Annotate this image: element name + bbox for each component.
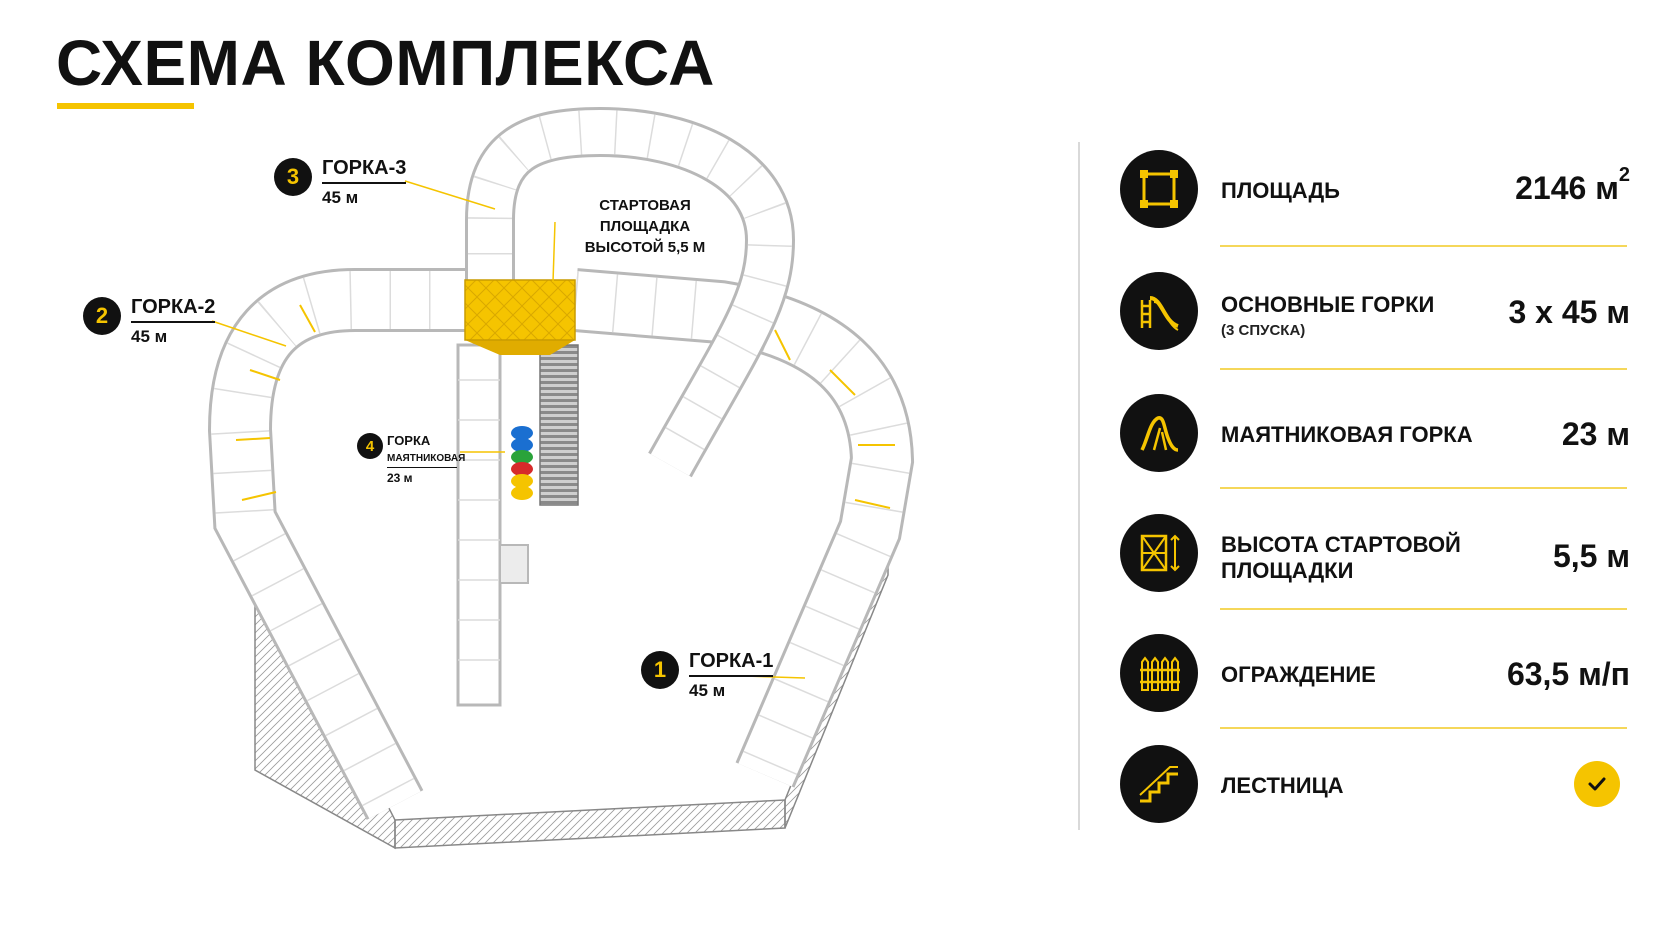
callout-length: 23 м	[387, 471, 413, 485]
callout-rule	[689, 675, 773, 677]
spec-area: ПЛОЩАДЬ 2146 м2	[1110, 140, 1630, 250]
callout-length: 45 м	[131, 327, 168, 346]
spec-pendulum: МАЯТНИКОВАЯ ГОРКА 23 м	[1110, 384, 1630, 494]
spec-divider	[1220, 487, 1627, 489]
callout-name: ГОРКА-2	[131, 296, 216, 318]
slide-2-track	[207, 268, 470, 820]
spec-label: ЛЕСТНИЦА	[1221, 773, 1344, 798]
title-underline	[57, 103, 194, 109]
callout-number: 2	[83, 297, 121, 335]
spec-value: 23 м	[1561, 416, 1630, 452]
spec-divider	[1220, 608, 1627, 610]
callout-name: ГОРКА-1	[689, 650, 774, 672]
spec-stairs: ЛЕСТНИЦА	[1110, 745, 1630, 855]
callout-number: 4	[357, 433, 383, 459]
pendulum-slide-track	[456, 343, 529, 707]
callout-rule	[322, 182, 406, 184]
callout-length: 45 м	[689, 681, 726, 700]
area-icon	[1120, 150, 1198, 228]
spec-label: ОГРАЖДЕНИЕ	[1221, 662, 1376, 687]
callout-rule	[387, 467, 457, 468]
callout-rule	[131, 321, 215, 323]
spec-label: ВЫСОТА СТАРТОВОЙ ПЛОЩАДКИ	[1221, 532, 1461, 583]
spec-value: 63,5 м/п	[1506, 656, 1630, 692]
stairs	[539, 344, 579, 506]
tubes-stack	[511, 426, 533, 500]
check-icon	[1574, 761, 1620, 807]
spec-platform-height: ВЫСОТА СТАРТОВОЙ ПЛОЩАДКИ 5,5 м	[1110, 504, 1630, 614]
callout-name: ГОРКА-3	[322, 157, 407, 179]
fence-icon	[1120, 634, 1198, 712]
start-platform	[464, 279, 576, 355]
spec-label: ОСНОВНЫЕ ГОРКИ (3 СПУСКА)	[1221, 292, 1435, 339]
spec-value: 3 х 45 м	[1508, 294, 1630, 330]
spec-value: 2146 м2	[1515, 164, 1630, 206]
callout-name-2: МАЯТНИКОВАЯ	[387, 453, 466, 464]
spec-label: МАЯТНИКОВАЯ ГОРКА	[1221, 422, 1473, 447]
callout-number: 3	[274, 158, 312, 196]
spec-divider	[1220, 368, 1627, 370]
spec-main-slides: ОСНОВНЫЕ ГОРКИ (3 СПУСКА) 3 х 45 м	[1110, 262, 1630, 372]
page-title: СХЕМА КОМПЛЕКСА	[56, 27, 715, 99]
spec-value: 5,5 м	[1552, 538, 1630, 574]
callout-length: 45 м	[322, 188, 359, 207]
spec-divider	[1220, 727, 1627, 729]
callout-name: ГОРКА	[387, 433, 431, 448]
pendulum-slide-icon	[1120, 394, 1198, 472]
stairs-icon	[1120, 745, 1198, 823]
spec-label: ПЛОЩАДЬ	[1221, 178, 1340, 203]
callout-number: 1	[641, 651, 679, 689]
slide-icon	[1120, 272, 1198, 350]
complex-diagram	[207, 106, 915, 850]
spec-divider	[1220, 245, 1627, 247]
start-platform-label: СТАРТОВАЯ ПЛОЩАДКА ВЫСОТОЙ 5,5 М	[584, 197, 706, 256]
slide-3-track	[465, 106, 796, 478]
tower-height-icon	[1120, 514, 1198, 592]
vertical-divider	[1078, 142, 1080, 830]
spec-fence: ОГРАЖДЕНИЕ 63,5 м/п	[1110, 624, 1630, 734]
